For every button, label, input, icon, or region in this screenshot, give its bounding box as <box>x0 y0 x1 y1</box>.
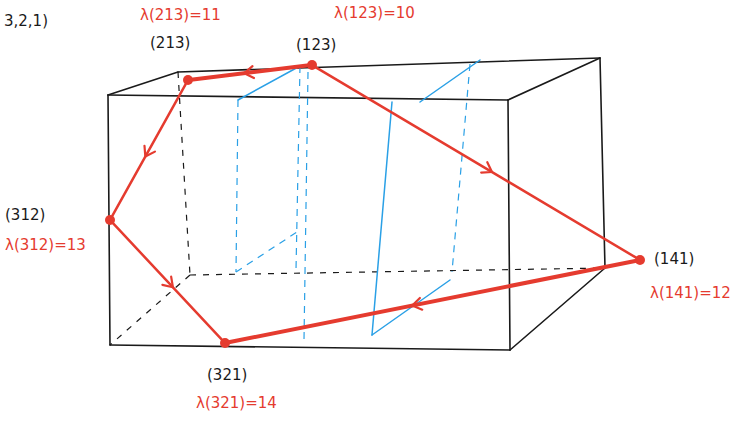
path-line <box>316 68 635 258</box>
slice-line <box>420 60 480 102</box>
lambda-value: λ(123)=10 <box>334 4 415 22</box>
slice-dash <box>304 72 308 340</box>
slice-dash <box>296 66 300 270</box>
vertex-label: (213) <box>150 34 190 52</box>
slice-dashes <box>236 64 470 340</box>
cube-edge <box>508 100 510 350</box>
cube-edge <box>510 268 605 350</box>
arrow-head <box>144 146 154 157</box>
hidden-edge <box>110 275 190 345</box>
cube-edge <box>508 58 600 100</box>
arrow-head <box>481 162 492 172</box>
path-edge <box>113 224 221 340</box>
slice-dash <box>452 64 470 272</box>
arrow-head <box>244 66 254 78</box>
arrow-head <box>162 277 173 288</box>
vertex-dot: (312)λ(312)=13 <box>105 215 115 225</box>
path-edge <box>112 84 185 215</box>
slice-lines <box>238 60 480 335</box>
hidden-edge <box>190 268 605 275</box>
path-edge <box>230 261 635 342</box>
slice-dash <box>236 100 238 272</box>
lambda-value: λ(321)=14 <box>196 394 277 412</box>
slice-dash <box>236 230 300 272</box>
cube-edge <box>108 72 178 95</box>
path-line <box>230 261 635 342</box>
vertex-label: (321) <box>207 366 247 384</box>
path-edge <box>316 68 635 258</box>
lambda-value: λ(213)=11 <box>140 6 221 24</box>
path-line <box>112 84 185 215</box>
lambda-value: λ(141)=12 <box>650 284 731 302</box>
vertex-label: (123) <box>296 36 336 54</box>
cube-edge <box>178 58 600 72</box>
vertex-dot: (213)λ(213)=11 <box>183 75 193 85</box>
slice-line <box>372 102 392 335</box>
path-edge <box>193 66 307 80</box>
cube-edges <box>108 58 605 350</box>
path-line <box>113 224 221 340</box>
vertex-label: (312) <box>5 206 45 224</box>
vertex-dot: (321)λ(321)=14 <box>220 338 230 348</box>
vertex-label: (141) <box>654 250 694 268</box>
hidden-edges <box>110 72 605 345</box>
path-line <box>193 66 307 80</box>
arrow-head <box>412 298 422 310</box>
lambda-value: λ(312)=13 <box>5 236 86 254</box>
vertex-dot: (123)λ(123)=10 <box>307 60 317 70</box>
hidden-edge <box>178 72 190 275</box>
cube-edge <box>110 345 510 350</box>
vertex-dot: (141)λ(141)=12 <box>635 255 645 265</box>
corner-note: 3,2,1) <box>4 12 48 30</box>
